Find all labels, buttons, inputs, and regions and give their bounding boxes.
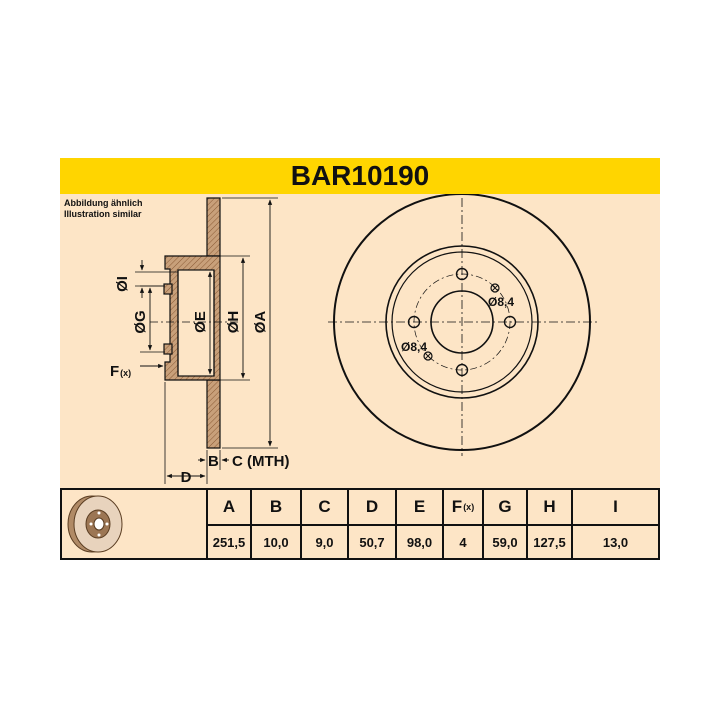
- hat-outer-circle: [385, 245, 539, 399]
- hat-inner-circle: [391, 251, 533, 393]
- label-dim-H: ØH: [225, 311, 242, 334]
- header-E: E: [397, 490, 444, 524]
- header-I: I: [613, 497, 618, 516]
- threaded-hole-upper: [490, 283, 500, 293]
- part-number-title: BAR10190: [290, 160, 430, 191]
- header-D: D: [349, 490, 397, 524]
- bolt-hole-bottom: [455, 363, 469, 377]
- header-B: B: [252, 490, 302, 524]
- disc-thumbnail-icon: [67, 495, 123, 553]
- note-english: Illustration similar: [64, 209, 142, 219]
- disc-thumbnail-cell: [62, 490, 208, 558]
- value-A: 251,5: [208, 526, 252, 558]
- label-dim-C: C (MTH): [232, 453, 289, 470]
- header-C: C: [302, 490, 349, 524]
- value-G: 59,0: [484, 526, 528, 558]
- label-dim-E: ØE: [192, 311, 209, 333]
- label-dim-D: D: [181, 469, 192, 486]
- threaded-hole-lower: [423, 351, 433, 361]
- value-I: 13,0: [602, 534, 629, 550]
- label-dim-G: ØG: [132, 310, 149, 333]
- value-C: 9,0: [302, 526, 349, 558]
- label-dim-I: ØI: [114, 276, 131, 292]
- spec-grid: A B C D E F(x) G H I 251,5 10,0 9,0 50,7…: [208, 490, 658, 558]
- spec-table: A B C D E F(x) G H I 251,5 10,0 9,0 50,7…: [60, 488, 660, 560]
- illustration-note: Abbildung ähnlich Illustration similar: [64, 198, 143, 220]
- label-bolt-hole-top: Ø8,4: [488, 295, 514, 309]
- header-G: G: [484, 490, 528, 524]
- drawing-panel: ØI ØG ØE ØH ØA F(x) B C (MTH) D: [60, 194, 660, 488]
- bolt-hole-top: [455, 267, 469, 281]
- bolt-hole-left: [407, 315, 421, 329]
- disc-outer-circle: [333, 194, 591, 451]
- bolt-pitch-circle: [413, 273, 511, 371]
- value-B: 10,0: [252, 526, 302, 558]
- label-dim-B: B: [208, 453, 219, 470]
- label-bolt-hole-bottom: Ø8,4: [401, 340, 427, 354]
- spec-value-row: 251,5 10,0 9,0 50,7 98,0 4 59,0 127,5 13…: [208, 526, 658, 558]
- note-german: Abbildung ähnlich: [64, 198, 143, 208]
- header-F: F(x): [444, 490, 484, 524]
- header-H: H: [528, 490, 573, 524]
- title-bar: BAR10190: [60, 158, 660, 194]
- header-A: A: [208, 490, 252, 524]
- label-dim-A: ØA: [252, 311, 269, 334]
- value-E: 98,0: [397, 526, 444, 558]
- value-D: 50,7: [349, 526, 397, 558]
- front-view: [328, 194, 598, 456]
- technical-drawing: ØI ØG ØE ØH ØA F(x) B C (MTH) D: [110, 194, 598, 486]
- bolt-hole-right: [503, 315, 517, 329]
- label-dim-F: F(x): [110, 363, 131, 380]
- value-F: 4: [444, 526, 484, 558]
- center-bore-circle: [430, 290, 494, 354]
- cross-section-view: [135, 197, 278, 484]
- value-H: 127,5: [528, 526, 573, 558]
- spec-header-row: A B C D E F(x) G H I: [208, 490, 658, 526]
